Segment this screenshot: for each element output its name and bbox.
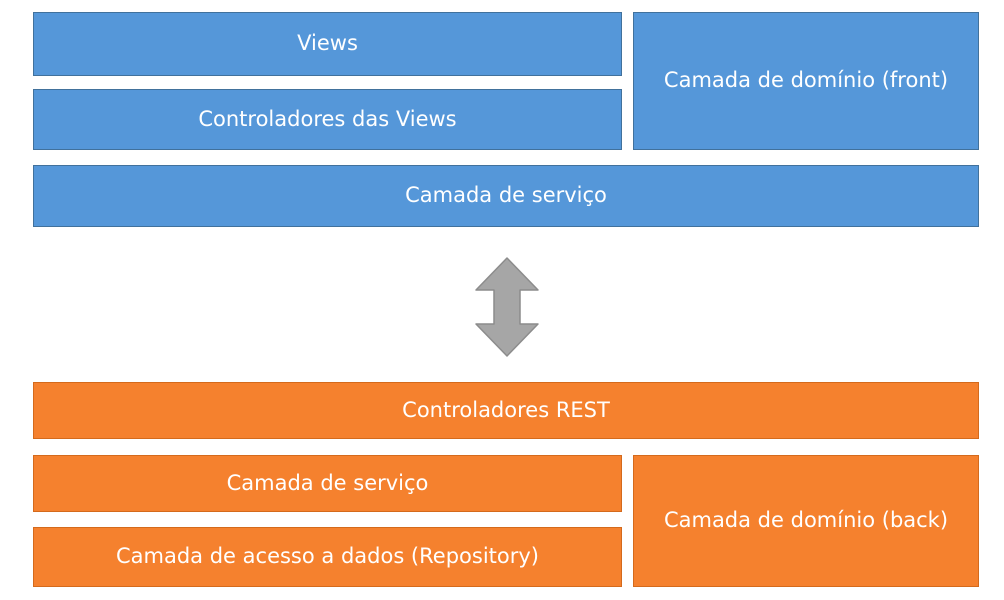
rest-controllers-box: Controladores REST (33, 382, 979, 439)
views-box: Views (33, 12, 622, 76)
view-controllers-label: Controladores das Views (198, 106, 457, 131)
front-domain-layer-box: Camada de domínio (front) (633, 12, 979, 150)
views-label: Views (297, 31, 358, 56)
front-service-layer-box: Camada de serviço (33, 165, 979, 227)
front-service-layer-label: Camada de serviço (405, 183, 607, 208)
back-service-layer-box: Camada de serviço (33, 455, 622, 512)
view-controllers-box: Controladores das Views (33, 89, 622, 150)
data-access-layer-box: Camada de acesso a dados (Repository) (33, 527, 622, 587)
back-service-layer-label: Camada de serviço (226, 470, 429, 495)
back-domain-layer-label: Camada de domínio (back) (663, 508, 949, 533)
front-domain-layer-label: Camada de domínio (front) (663, 68, 949, 93)
double-vertical-arrow-icon (475, 257, 539, 357)
arrow-shape (475, 257, 539, 357)
rest-controllers-label: Controladores REST (402, 397, 610, 422)
back-domain-layer-box: Camada de domínio (back) (633, 455, 979, 587)
data-access-layer-label: Camada de acesso a dados (Repository) (116, 544, 539, 569)
